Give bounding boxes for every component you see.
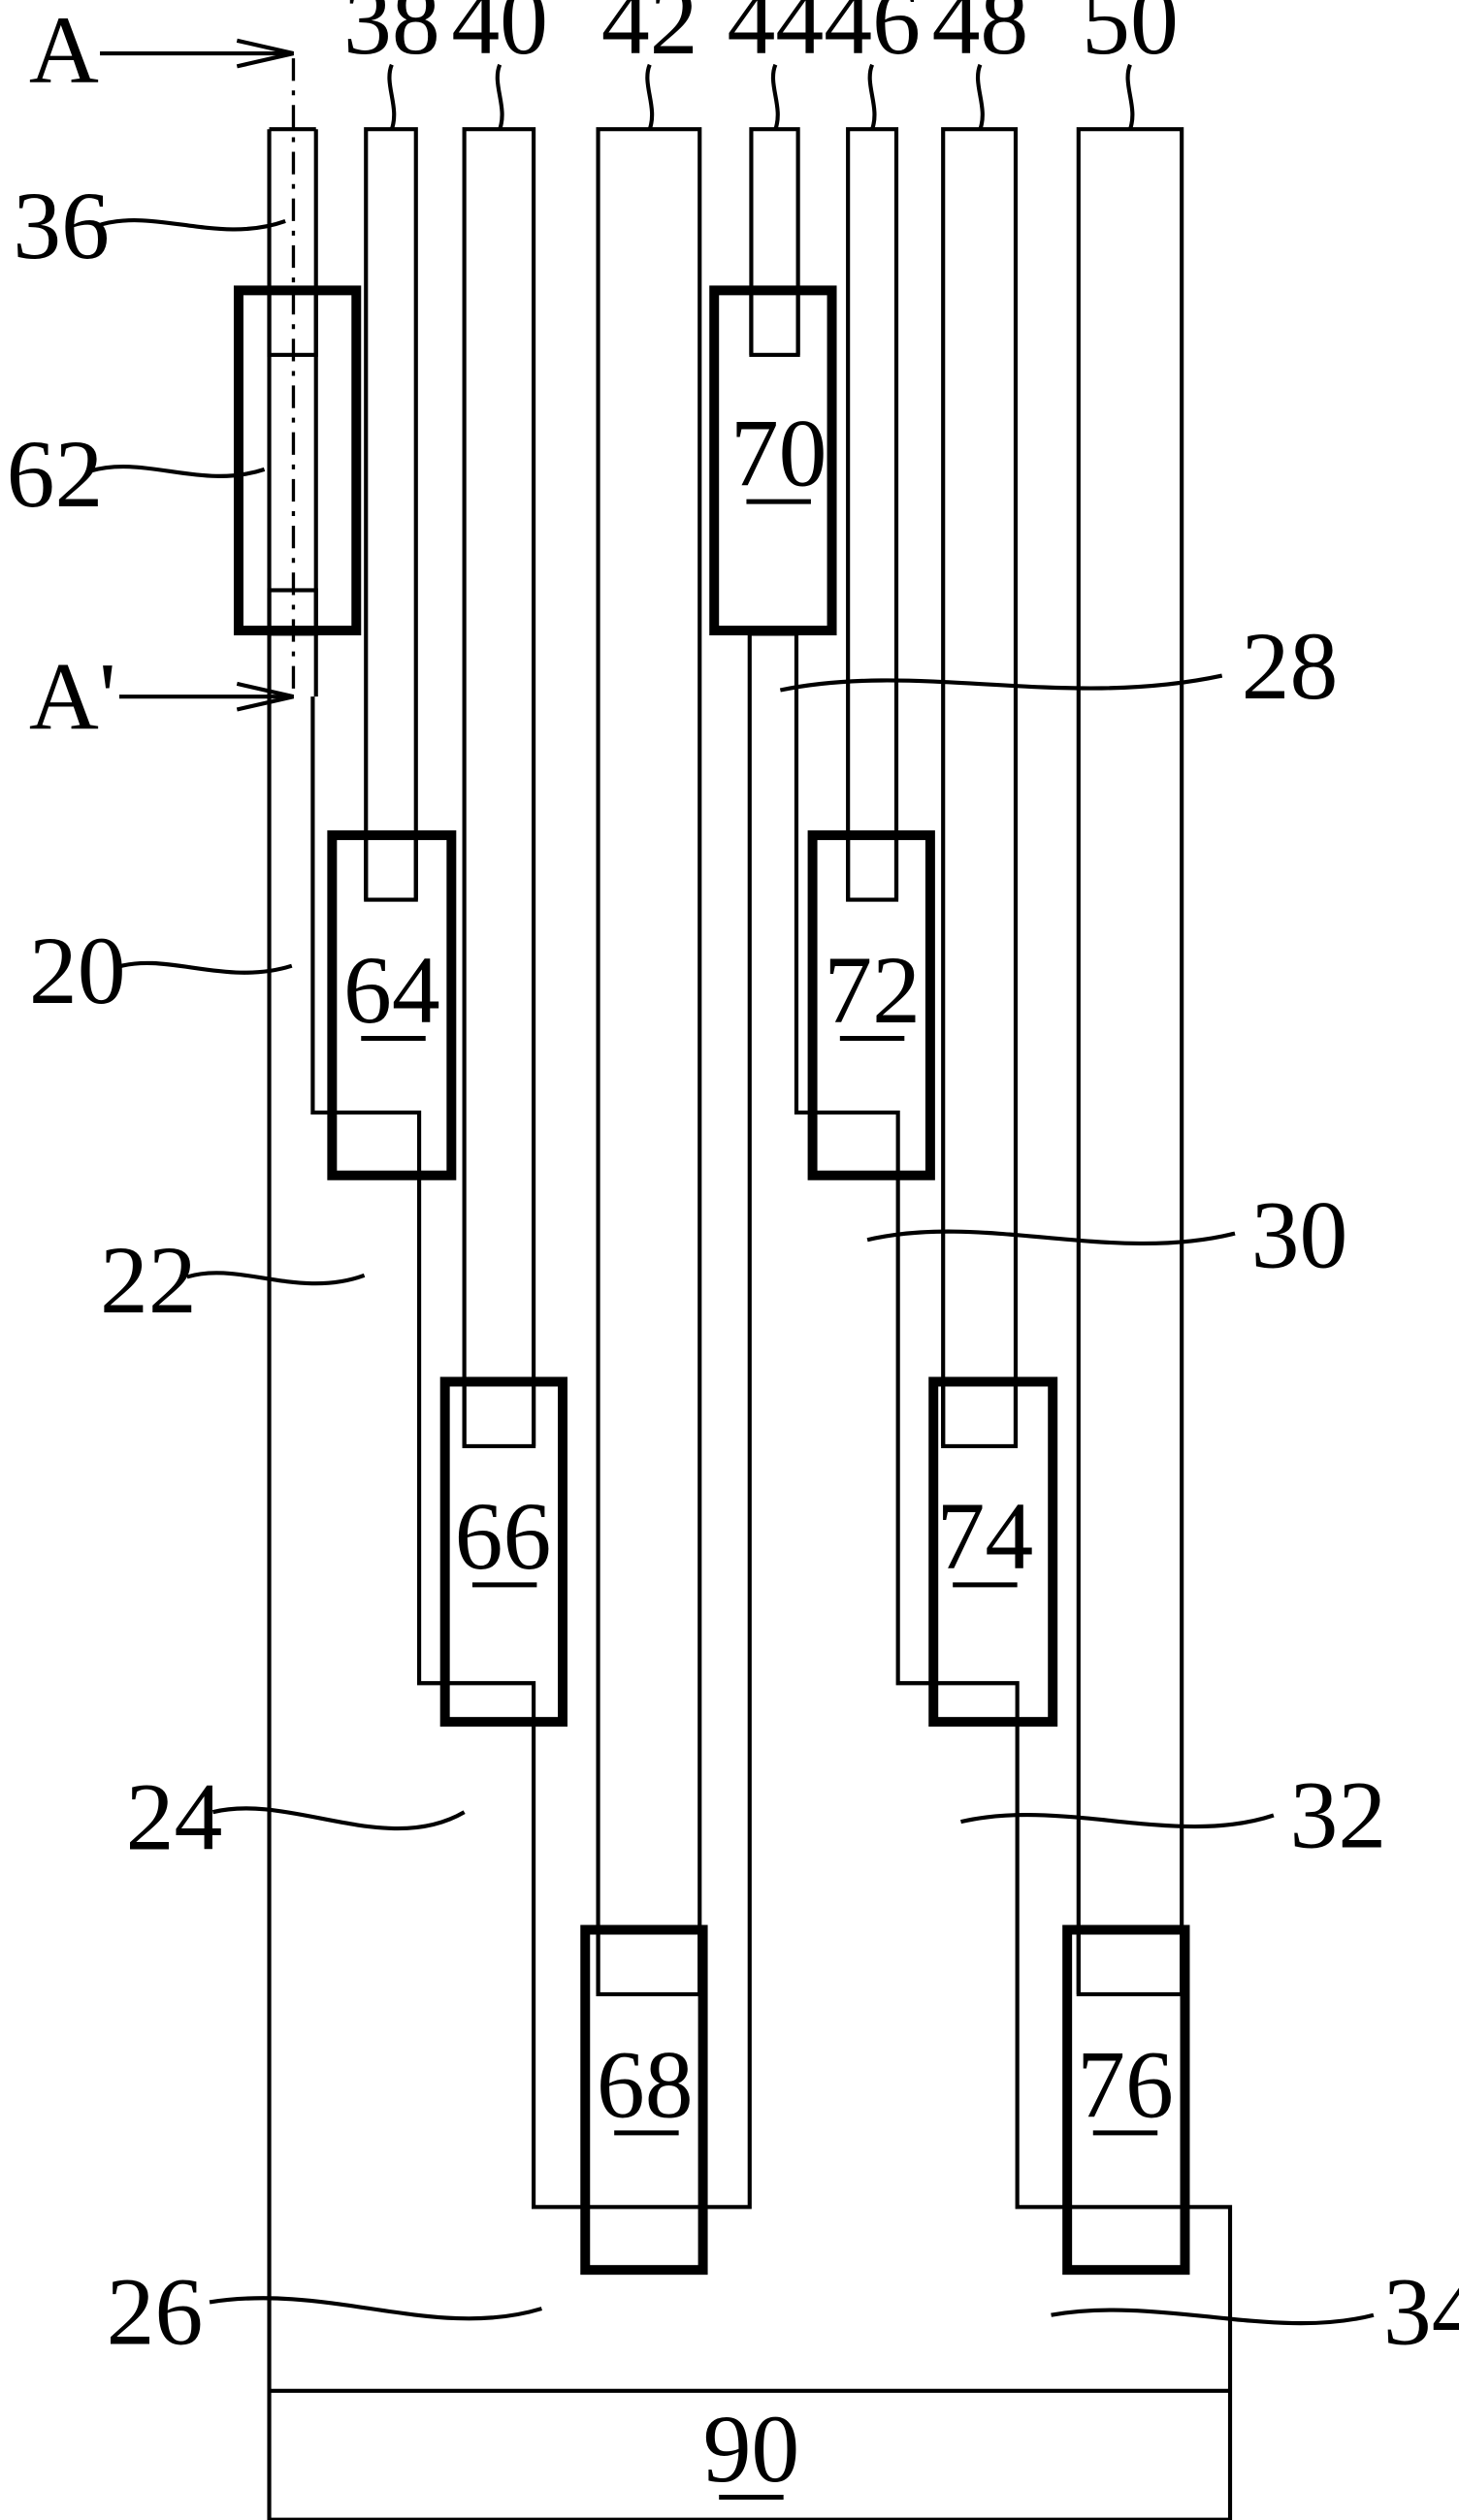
numeral-68: 68 [597, 2030, 694, 2138]
strip-48 [943, 129, 1016, 1446]
numeral-74: 74 [937, 1482, 1034, 1590]
contact-72-overlap [848, 835, 896, 899]
leader-26 [210, 2298, 541, 2318]
contact-68-overlap [599, 1930, 700, 1994]
numeral-40: 40 [451, 0, 548, 75]
numeral-36: 36 [13, 172, 110, 279]
contact-70-overlap [751, 290, 797, 354]
numeral-64: 64 [343, 936, 440, 1044]
numeral-90: 90 [703, 2395, 800, 2503]
numeral-48: 48 [932, 0, 1029, 75]
numeral-28: 28 [1242, 612, 1339, 720]
numeral-44: 44 [728, 0, 825, 75]
numeral-66: 66 [455, 1482, 552, 1590]
numeral-72: 72 [824, 936, 921, 1044]
contact-66-overlap [465, 1381, 534, 1445]
leader-20 [116, 963, 292, 973]
numeral-32: 32 [1290, 1761, 1387, 1869]
numeral-24: 24 [126, 1762, 223, 1870]
numeral-62: 62 [7, 420, 104, 528]
numeral-42: 42 [601, 0, 698, 75]
numeral-22: 22 [100, 1226, 197, 1334]
leader-22 [187, 1273, 365, 1283]
numeral-50: 50 [1082, 0, 1179, 75]
leader-36 [97, 220, 285, 229]
numeral-70: 70 [730, 399, 827, 506]
leader-32 [960, 1815, 1273, 1826]
numeral-34: 34 [1383, 2258, 1459, 2366]
strip-40 [465, 129, 534, 1446]
numeral-38: 38 [343, 0, 440, 75]
leader-24 [212, 1808, 464, 1828]
contact-74-overlap [943, 1381, 1016, 1445]
strip-44 [751, 129, 797, 355]
section-a-label: A [29, 0, 99, 104]
numeral-20: 20 [29, 917, 126, 1024]
contact-76-overlap [1079, 1930, 1182, 1994]
strip-46 [848, 129, 896, 899]
strip-42 [599, 129, 700, 1994]
leader-34 [1052, 2310, 1374, 2324]
strip-50 [1079, 129, 1182, 1994]
numeral-76: 76 [1077, 2030, 1174, 2138]
numeral-30: 30 [1251, 1180, 1348, 1288]
contact-64-overlap [366, 835, 416, 899]
strip-38 [366, 129, 416, 899]
numeral-26: 26 [107, 2258, 204, 2366]
base-outline [270, 633, 1230, 2519]
numeral-46: 46 [824, 0, 921, 75]
section-a-prime-label: A' [29, 642, 116, 750]
contact-62 [239, 290, 356, 630]
